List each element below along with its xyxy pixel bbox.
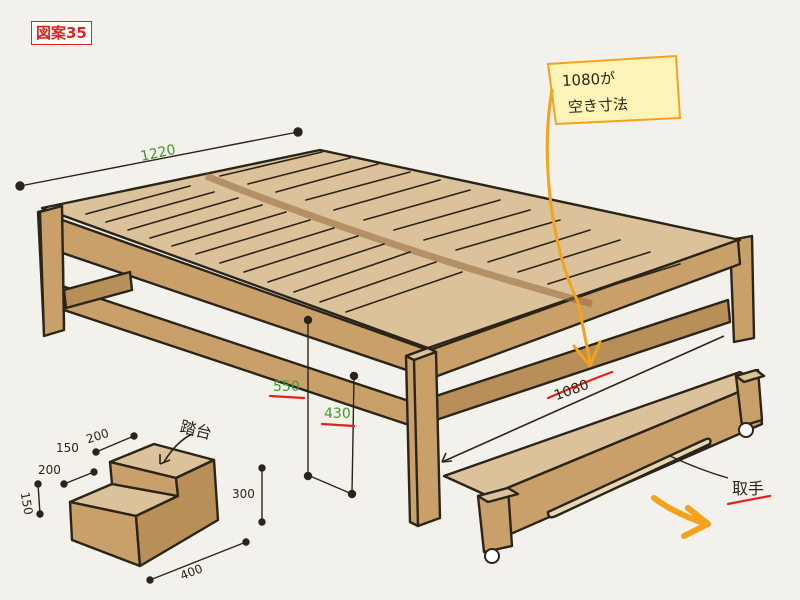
label-handle: 取手 bbox=[732, 479, 764, 498]
rail-left-lower bbox=[62, 270, 134, 310]
leg-front-left bbox=[38, 204, 66, 338]
deck-center-seam bbox=[204, 172, 593, 308]
deck-slats bbox=[85, 151, 681, 313]
dim-step-top-depth: 150 bbox=[56, 441, 79, 455]
callout-box bbox=[546, 54, 682, 126]
caster-wheel-right bbox=[738, 422, 754, 438]
callout-line-2: 空き寸法 bbox=[568, 95, 629, 116]
clearance-callout bbox=[545, 54, 682, 368]
dim-step-length: 400 bbox=[178, 561, 204, 583]
dimension-lines bbox=[15, 127, 729, 584]
drawing-number-badge: 図案35 bbox=[31, 21, 92, 45]
callout-line-1: 1080が bbox=[562, 69, 616, 90]
dim-step-mid-depth: 200 bbox=[38, 463, 61, 477]
handle-label-leader bbox=[669, 455, 729, 479]
step-side-face bbox=[134, 458, 220, 568]
casters bbox=[484, 422, 754, 564]
dim-under-clearance: 430 bbox=[324, 406, 351, 422]
pull-direction-arrow bbox=[651, 495, 711, 539]
step-stool bbox=[68, 442, 220, 568]
callout-text: 1080が 空き寸法 bbox=[562, 69, 629, 116]
dim-step-top-width: 200 bbox=[84, 426, 110, 446]
step-label-arrow bbox=[163, 433, 193, 463]
red-underlines bbox=[268, 370, 772, 506]
dim-leg-height: 550 bbox=[273, 379, 300, 395]
callout-arrow bbox=[545, 88, 592, 364]
dim-bed-width: 1220 bbox=[139, 142, 177, 165]
leg-front-right bbox=[404, 346, 442, 528]
caster-wheel-left bbox=[484, 548, 500, 564]
trundle-handle bbox=[546, 437, 712, 519]
dim-step-height: 300 bbox=[232, 487, 255, 501]
trundle-drawer bbox=[442, 368, 766, 554]
bed-frame bbox=[36, 148, 756, 528]
dim-step-base-height: 150 bbox=[18, 491, 36, 516]
dim-trundle-width: 1080 bbox=[552, 377, 591, 404]
